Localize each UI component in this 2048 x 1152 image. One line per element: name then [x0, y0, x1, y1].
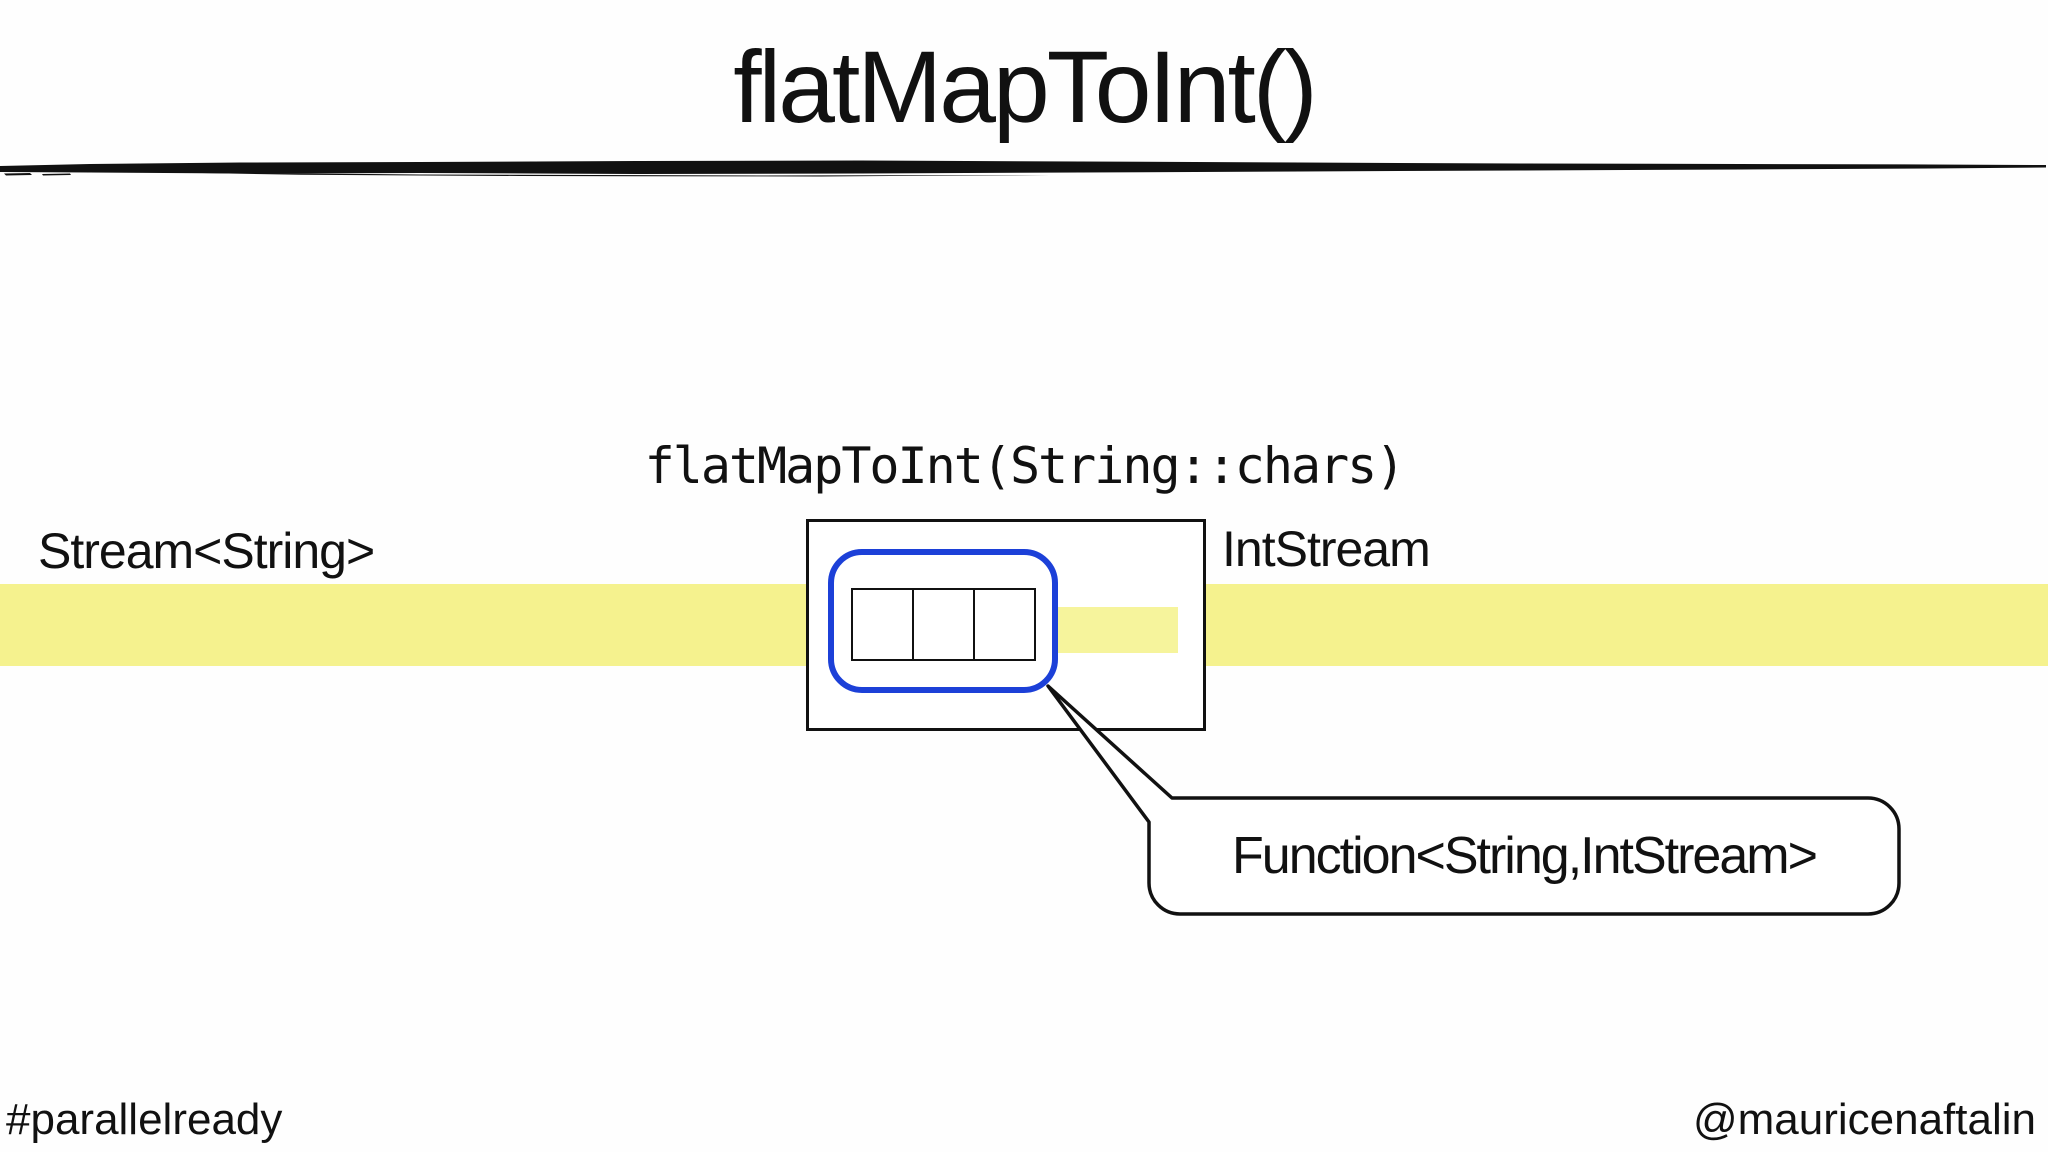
- stream-element-cell: [912, 588, 975, 661]
- code-caption: flatMapToInt(String::chars): [644, 437, 1406, 495]
- inner-stream-band: [1058, 607, 1178, 653]
- callout-bubble: [1046, 684, 1901, 916]
- stream-element-cell: [851, 588, 914, 661]
- stream-element-cell: [973, 588, 1036, 661]
- input-stream-label: Stream<String>: [38, 523, 375, 579]
- title-divider-line: [0, 160, 2046, 177]
- stream-element-cells: [851, 588, 1036, 661]
- twitter-handle-footer: @mauricenaftalin: [1692, 1095, 2036, 1144]
- input-stream-band: [0, 584, 806, 666]
- hashtag-footer: #parallelready: [6, 1095, 283, 1144]
- slide-title: flatMapToInt(): [733, 30, 1318, 144]
- output-stream-label: IntStream: [1222, 521, 1431, 577]
- output-stream-band: [1206, 584, 2048, 666]
- callout-label: Function<String,IntStream>: [1232, 827, 1818, 885]
